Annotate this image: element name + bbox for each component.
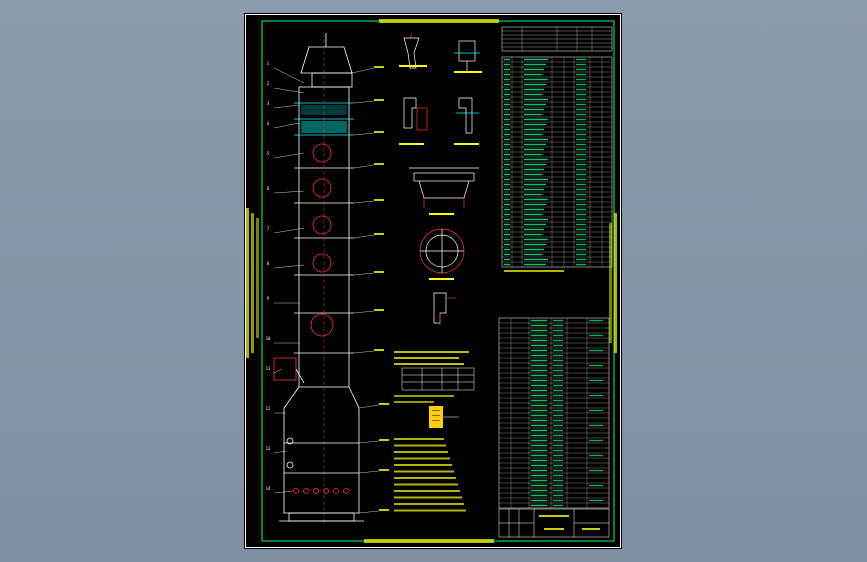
part-balloon: 12 [266,406,271,411]
left-leader-lines [273,67,305,494]
tower-column-view [273,33,364,523]
detail-views [399,32,482,325]
part-balloon: 10 [266,336,271,341]
design-data-table [401,367,475,391]
part-balloon: 4 [267,121,270,126]
outer-border [245,14,621,548]
parts-list-upper [501,26,613,272]
general-notes [394,438,466,512]
weld-symbol-block [429,406,443,428]
left-vertical-notes [246,208,259,358]
part-balloon: 3 [267,101,270,106]
part-balloon: 1 [267,61,270,66]
part-balloon: 11 [266,366,271,371]
bottom-banner-text [364,539,494,543]
right-leader-lines [351,67,380,514]
technical-notes [394,351,469,365]
part-balloon: 8 [267,261,270,266]
part-balloon: 6 [267,186,270,191]
right-callout-labels [374,66,389,511]
right-vertical-notes [609,213,617,353]
parts-list-lower [498,317,610,509]
part-balloon: 13 [266,446,271,451]
title-block [498,508,610,538]
top-banner-text [379,19,499,23]
part-balloon: 5 [267,151,270,156]
part-balloon: 9 [267,296,270,301]
part-balloon: 14 [266,486,271,491]
part-balloon: 2 [267,81,270,86]
part-balloon: 7 [267,226,270,231]
